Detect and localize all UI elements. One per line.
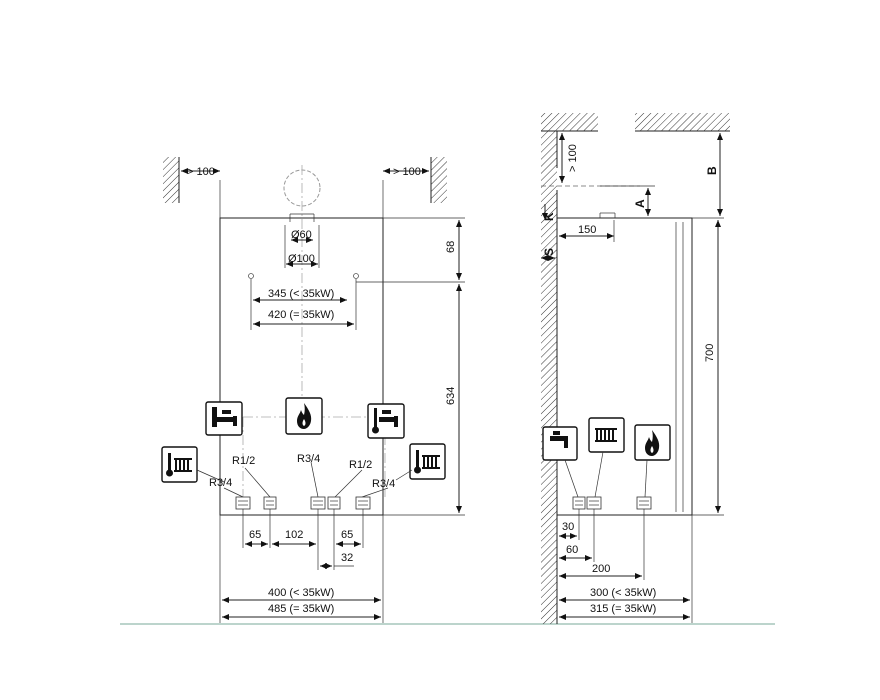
width-large: 485 (= 35kW) <box>268 603 334 615</box>
pipe-connections-front <box>235 496 371 510</box>
pipe-connections-side <box>572 496 652 510</box>
boiler-front-outline <box>219 217 384 516</box>
depth-large: 315 (= 35kW) <box>590 603 656 615</box>
front-clearance-right: > 100 <box>393 166 421 178</box>
depth-small: 300 (< 35kW) <box>590 587 656 599</box>
boiler-side-outline <box>556 217 693 516</box>
flame-icon <box>285 397 323 435</box>
front-dim-top: 68 <box>445 241 457 253</box>
ceiling-left-hatch <box>541 113 598 131</box>
side-clearance-top: > 100 <box>567 144 579 172</box>
bracket-dim-large: 420 (= 35kW) <box>268 309 334 321</box>
radiator-thermometer-icon-left <box>161 446 198 483</box>
side-dim-200: 200 <box>592 563 610 575</box>
front-dim-height: 634 <box>445 387 457 405</box>
label-s: S <box>542 248 556 256</box>
spacing-65-left: 65 <box>249 529 261 541</box>
thread-right-inner: R1/2 <box>349 459 372 471</box>
spacing-32: 32 <box>341 552 353 564</box>
radiator-thermometer-icon-right <box>409 443 446 480</box>
back-wall-hatch <box>541 131 557 624</box>
side-dim-60: 60 <box>566 544 578 556</box>
thread-left-inner: R1/2 <box>232 455 255 467</box>
side-dim-30: 30 <box>562 521 574 533</box>
thread-left-outer: R3/4 <box>209 477 232 489</box>
bracket-dim-small: 345 (< 35kW) <box>268 288 334 300</box>
tap-icon <box>205 401 243 436</box>
ceiling-right-hatch <box>635 113 730 131</box>
side-dim-150: 150 <box>578 224 596 236</box>
side-dim-height: 700 <box>704 344 716 362</box>
flame-icon-side <box>634 424 671 461</box>
tap-icon-side <box>542 426 578 461</box>
thread-gas: R3/4 <box>297 453 320 465</box>
width-small: 400 (< 35kW) <box>268 587 334 599</box>
label-b: B <box>705 166 719 175</box>
side-view: > 100 B A K S 150 700 <box>541 113 730 624</box>
front-view: > 100 > 100 Ø60 Ø100 68 634 345 (< 35 <box>161 157 465 623</box>
spacing-102: 102 <box>285 529 303 541</box>
thread-right-outer: R3/4 <box>372 478 395 490</box>
spacing-65-right: 65 <box>341 529 353 541</box>
label-a: A <box>633 199 647 208</box>
front-clearance-left: > 100 <box>187 166 215 178</box>
left-wall-hatch <box>163 157 179 203</box>
tap-thermometer-icon <box>367 403 405 439</box>
flue-inner-diameter: Ø60 <box>291 229 312 241</box>
flue-outer-diameter: Ø100 <box>288 253 315 265</box>
radiator-icon-side <box>588 417 625 453</box>
right-wall-hatch <box>431 157 447 203</box>
label-k: K <box>542 212 556 221</box>
